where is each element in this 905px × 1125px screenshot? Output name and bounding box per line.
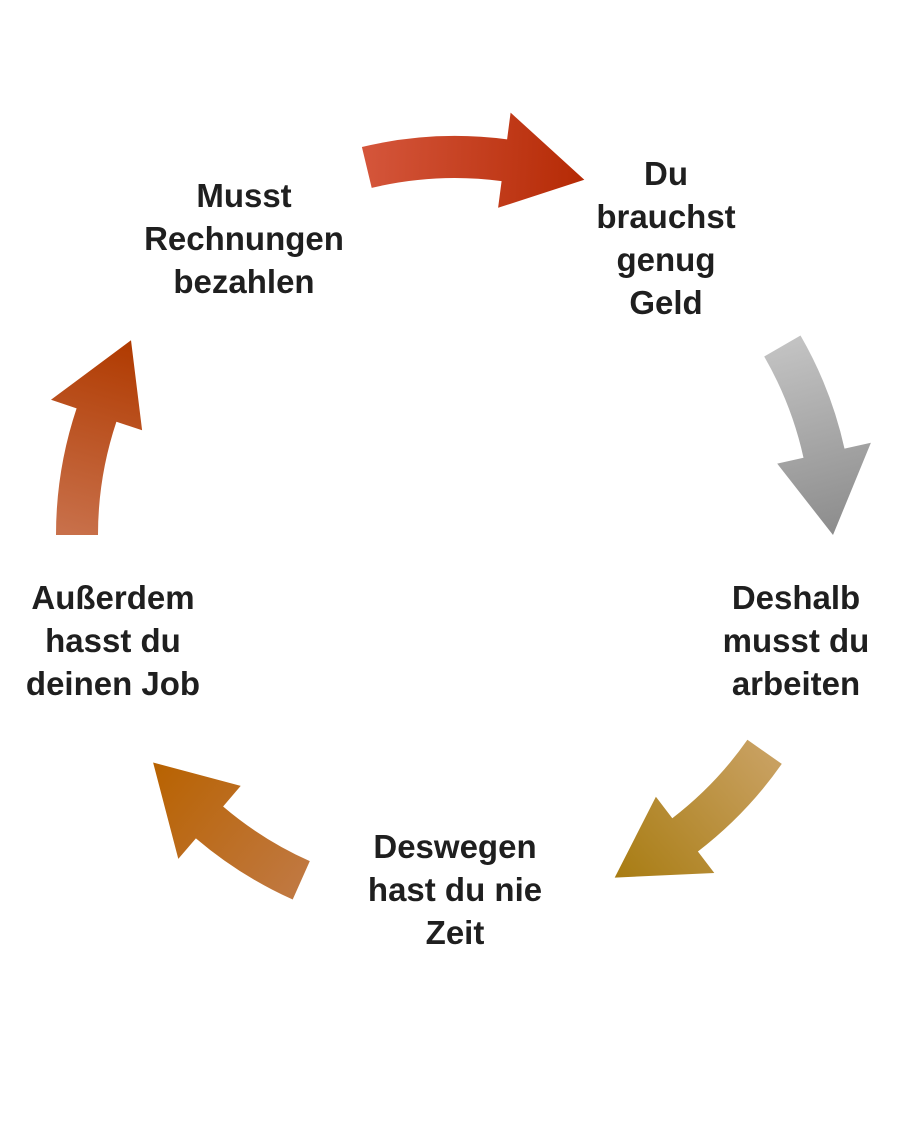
node-geld: Du brauchst genug Geld [536,152,796,324]
cycle-arrow-rechnungen-to-geld [361,112,585,208]
node-text-line: genug [616,241,716,278]
node-text-line: bezahlen [173,263,315,300]
node-text-line: Geld [629,284,703,321]
node-text-line: musst du [722,622,870,659]
node-rechnungen: Musst Rechnungen bezahlen [114,174,374,303]
node-text-line: deinen Job [25,665,201,702]
node-text-line: Deshalb [731,579,861,616]
node-job: Außerdem hasst du deinen Job [0,576,243,705]
node-text-line: Zeit [425,914,485,951]
node-text-line: arbeiten [731,665,861,702]
cycle-arrow-arbeiten-to-zeit [614,739,782,878]
node-text-line: hasst du [45,622,181,659]
node-text-line: Außerdem [31,579,195,616]
cycle-arrow-geld-to-arbeiten [764,335,871,535]
node-text-line: Deswegen [373,828,537,865]
node-text-line: hast du nie [367,871,543,908]
cycle-arrow-zeit-to-job [153,762,310,900]
node-text-line: Musst [196,177,292,214]
node-text-line: brauchst [596,198,736,235]
cycle-arrow-job-to-rechnungen [51,340,143,535]
node-arbeiten: Deshalb musst du arbeiten [666,576,905,705]
node-text-line: Du [644,155,688,192]
node-text-line: Rechnungen [144,220,344,257]
node-zeit: Deswegen hast du nie Zeit [325,825,585,954]
